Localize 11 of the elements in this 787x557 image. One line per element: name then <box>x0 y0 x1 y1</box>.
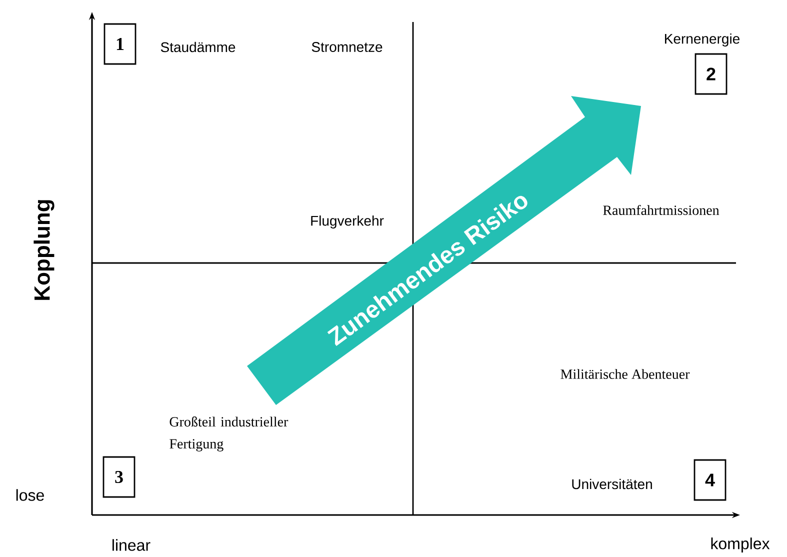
item-label: Universitäten <box>572 478 652 490</box>
item-label: Flugverkehr <box>311 215 384 229</box>
axis-value-label: linear <box>112 539 150 551</box>
item-label: Großteil industrieller Fertigung <box>170 416 288 452</box>
quadrant-number: 4 <box>694 459 726 501</box>
axis-title: Kopplung <box>34 200 54 300</box>
quadrant-number: 1 <box>104 23 136 65</box>
item-label: Stromnetze <box>312 42 382 52</box>
item-label: Staudämme <box>160 42 236 52</box>
quadrant-number: 2 <box>694 53 728 95</box>
quadrant-number: 3 <box>102 456 136 498</box>
